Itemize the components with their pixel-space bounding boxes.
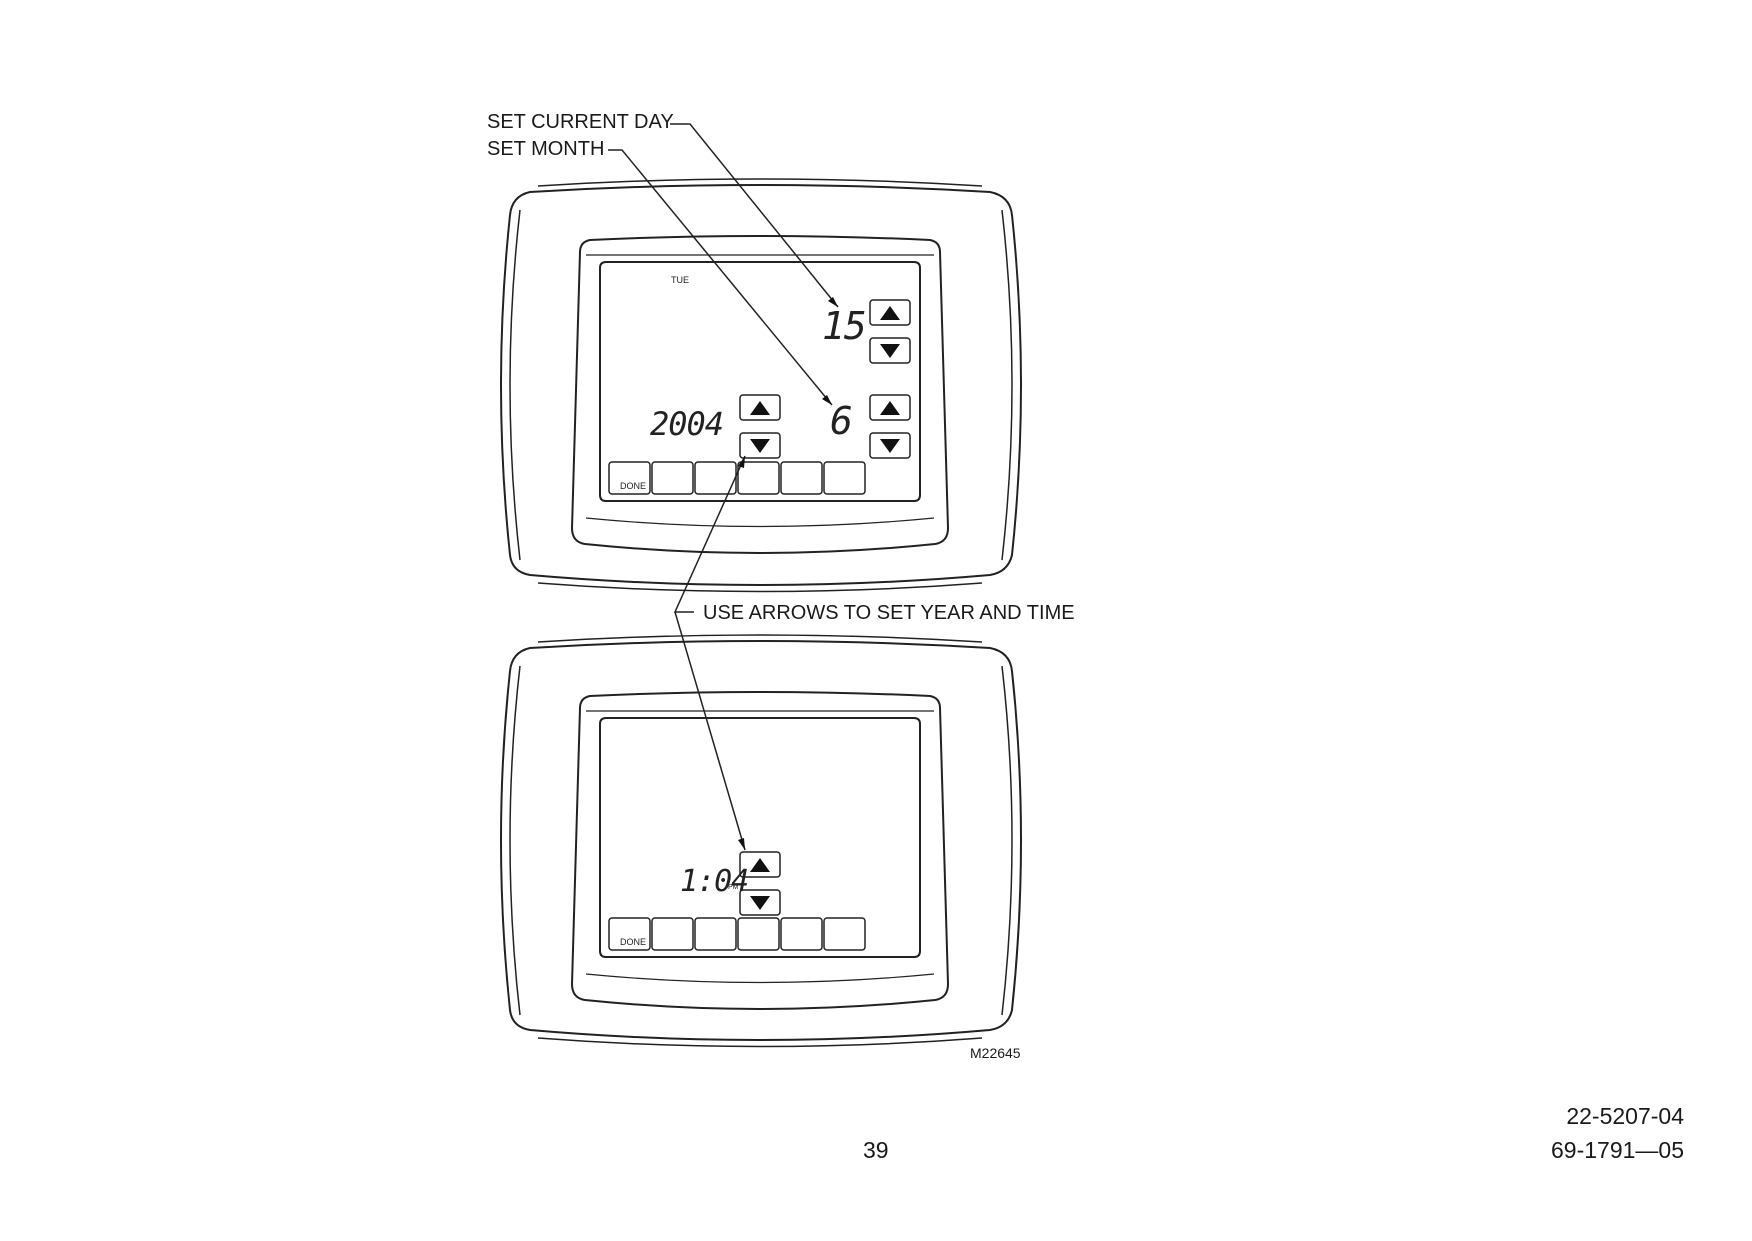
top-function-keys [608, 461, 866, 495]
lcd-day-value: 15 [822, 304, 867, 348]
thermostat-top-bezel [570, 235, 950, 554]
thermostat-bottom-screen [599, 717, 921, 958]
year-up-button[interactable] [739, 394, 781, 421]
lcd-month-value: 6 [830, 399, 853, 443]
leader-line-month [608, 149, 833, 406]
lcd-time-value: 1:04 [680, 864, 749, 899]
month-down-button[interactable] [869, 432, 911, 459]
leader-arrowhead [738, 838, 745, 850]
callout-use-arrows: USE ARROWS TO SET YEAR AND TIME [703, 602, 1075, 624]
time-up-button[interactable] [739, 851, 781, 878]
callout-set-month: SET MONTH [487, 138, 605, 160]
figure-id: M22645 [970, 1045, 1021, 1061]
leader-line-year-time [673, 455, 746, 851]
doc-number-secondary: 69-1791—05 [1551, 1137, 1684, 1163]
page-number: 39 [863, 1137, 889, 1163]
leader-arrowhead [822, 395, 832, 405]
arrow-down-icon [750, 896, 770, 910]
lcd-day-of-week: TUE [671, 275, 689, 285]
month-up-button[interactable] [869, 394, 911, 421]
arrow-up-icon [750, 858, 770, 872]
leader-arrowhead [828, 297, 838, 307]
day-down-button[interactable] [869, 337, 911, 364]
thermostat-bottom-bezel [570, 691, 950, 1010]
thermostat-top-housing [500, 178, 1022, 593]
arrow-down-icon [880, 344, 900, 358]
day-up-button[interactable] [869, 299, 911, 326]
bottom-function-keys [608, 917, 866, 951]
top-done-button-label: DONE [620, 481, 647, 491]
bottom-done-button[interactable] [609, 918, 650, 950]
arrow-up-icon [880, 401, 900, 415]
arrow-down-icon [750, 439, 770, 453]
lcd-year-value: 2004 [650, 405, 724, 443]
leader-line-day [670, 123, 839, 308]
top-done-button[interactable] [609, 462, 650, 494]
doc-number-block: 22-5207-04 69-1791—05 [1500, 1103, 1684, 1173]
arrow-up-icon [880, 306, 900, 320]
doc-number-primary: 22-5207-04 [1566, 1103, 1684, 1129]
thermostat-top-screen [599, 261, 921, 502]
year-down-button[interactable] [739, 432, 781, 459]
lcd-time-suffix: PM [728, 884, 739, 891]
time-down-button[interactable] [739, 889, 781, 916]
arrow-up-icon [750, 401, 770, 415]
bottom-done-button-label: DONE [620, 937, 647, 947]
leader-arrowhead [738, 456, 745, 468]
callout-set-current-day: SET CURRENT DAY [487, 111, 674, 133]
arrow-down-icon [880, 439, 900, 453]
thermostat-bottom-housing [500, 634, 1022, 1048]
